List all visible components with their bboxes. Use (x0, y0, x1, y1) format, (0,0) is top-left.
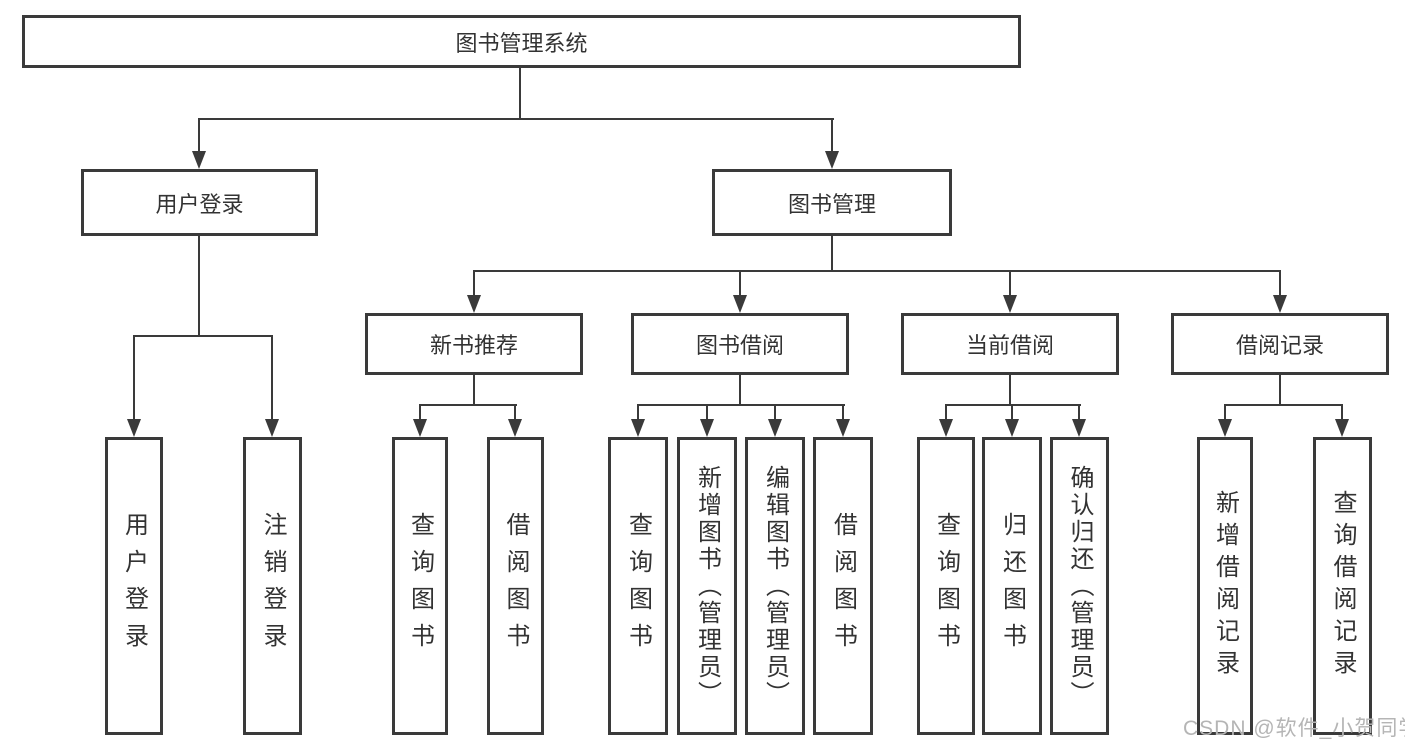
connector-hline (473, 270, 1281, 272)
leaf-return-books: 归还图书 (982, 437, 1042, 735)
connector-vline (271, 335, 273, 421)
connector-vline (637, 404, 639, 421)
leaf-query-books-recommend: 查询图书 (392, 437, 448, 735)
connector-vline (514, 404, 516, 421)
connector-hline (945, 404, 1081, 406)
connector-vline (1009, 375, 1011, 405)
connector-vline (1279, 270, 1281, 297)
connector-vline (831, 236, 833, 272)
connector-vline (739, 375, 741, 405)
leaf-borrow-books: 借阅图书 (813, 437, 873, 735)
connector-vline (739, 270, 741, 297)
node-root: 图书管理系统 (22, 15, 1021, 68)
connector-hline (1224, 404, 1343, 406)
connector-vline (1279, 375, 1281, 405)
arrowhead-icon (1003, 295, 1017, 313)
connector-hline (198, 118, 834, 120)
leaf-logout: 注销登录 (243, 437, 302, 735)
arrowhead-icon (413, 419, 427, 437)
leaf-borrow-books-recommend: 借阅图书 (487, 437, 544, 735)
connector-vline (133, 335, 135, 421)
leaf-user-login: 用户登录 (105, 437, 163, 735)
node-user-login: 用户登录 (81, 169, 318, 236)
leaf-edit-books-admin: 编辑图书（管理员） (745, 437, 805, 735)
connector-vline (706, 404, 708, 421)
arrowhead-icon (825, 151, 839, 169)
connector-vline (842, 404, 844, 421)
arrowhead-icon (1072, 419, 1086, 437)
arrowhead-icon (1218, 419, 1232, 437)
connector-vline (1009, 270, 1011, 297)
connector-vline (473, 270, 475, 297)
connector-vline (945, 404, 947, 421)
arrowhead-icon (1335, 419, 1349, 437)
connector-vline (1078, 404, 1080, 421)
connector-vline (519, 68, 521, 119)
arrowhead-icon (508, 419, 522, 437)
leaf-query-books-current: 查询图书 (917, 437, 975, 735)
leaf-query-borrow-record: 查询借阅记录 (1313, 437, 1372, 735)
leaf-add-borrow-record: 新增借阅记录 (1197, 437, 1253, 735)
arrowhead-icon (768, 419, 782, 437)
arrowhead-icon (1273, 295, 1287, 313)
node-book-management: 图书管理 (712, 169, 952, 236)
connector-vline (198, 118, 200, 153)
connector-hline (419, 404, 517, 406)
arrowhead-icon (265, 419, 279, 437)
arrowhead-icon (192, 151, 206, 169)
connector-vline (419, 404, 421, 421)
node-new-book-recommend: 新书推荐 (365, 313, 583, 375)
arrowhead-icon (631, 419, 645, 437)
arrowhead-icon (733, 295, 747, 313)
node-book-borrowing: 图书借阅 (631, 313, 849, 375)
arrowhead-icon (700, 419, 714, 437)
connector-vline (1224, 404, 1226, 421)
arrowhead-icon (467, 295, 481, 313)
connector-vline (473, 375, 475, 405)
arrowhead-icon (1005, 419, 1019, 437)
connector-vline (831, 118, 833, 153)
node-current-borrowing: 当前借阅 (901, 313, 1119, 375)
leaf-add-books-admin: 新增图书（管理员） (677, 437, 737, 735)
arrowhead-icon (836, 419, 850, 437)
node-borrowing-records: 借阅记录 (1171, 313, 1389, 375)
arrowhead-icon (939, 419, 953, 437)
connector-vline (1011, 404, 1013, 421)
arrowhead-icon (127, 419, 141, 437)
watermark: CSDN @软件_小贺同学 (1183, 717, 1405, 740)
connector-hline (133, 335, 273, 337)
connector-vline (198, 236, 200, 336)
connector-vline (774, 404, 776, 421)
connector-vline (1341, 404, 1343, 421)
connector-hline (637, 404, 845, 406)
leaf-query-books-borrowing: 查询图书 (608, 437, 668, 735)
leaf-confirm-return-admin: 确认归还（管理员） (1050, 437, 1109, 735)
